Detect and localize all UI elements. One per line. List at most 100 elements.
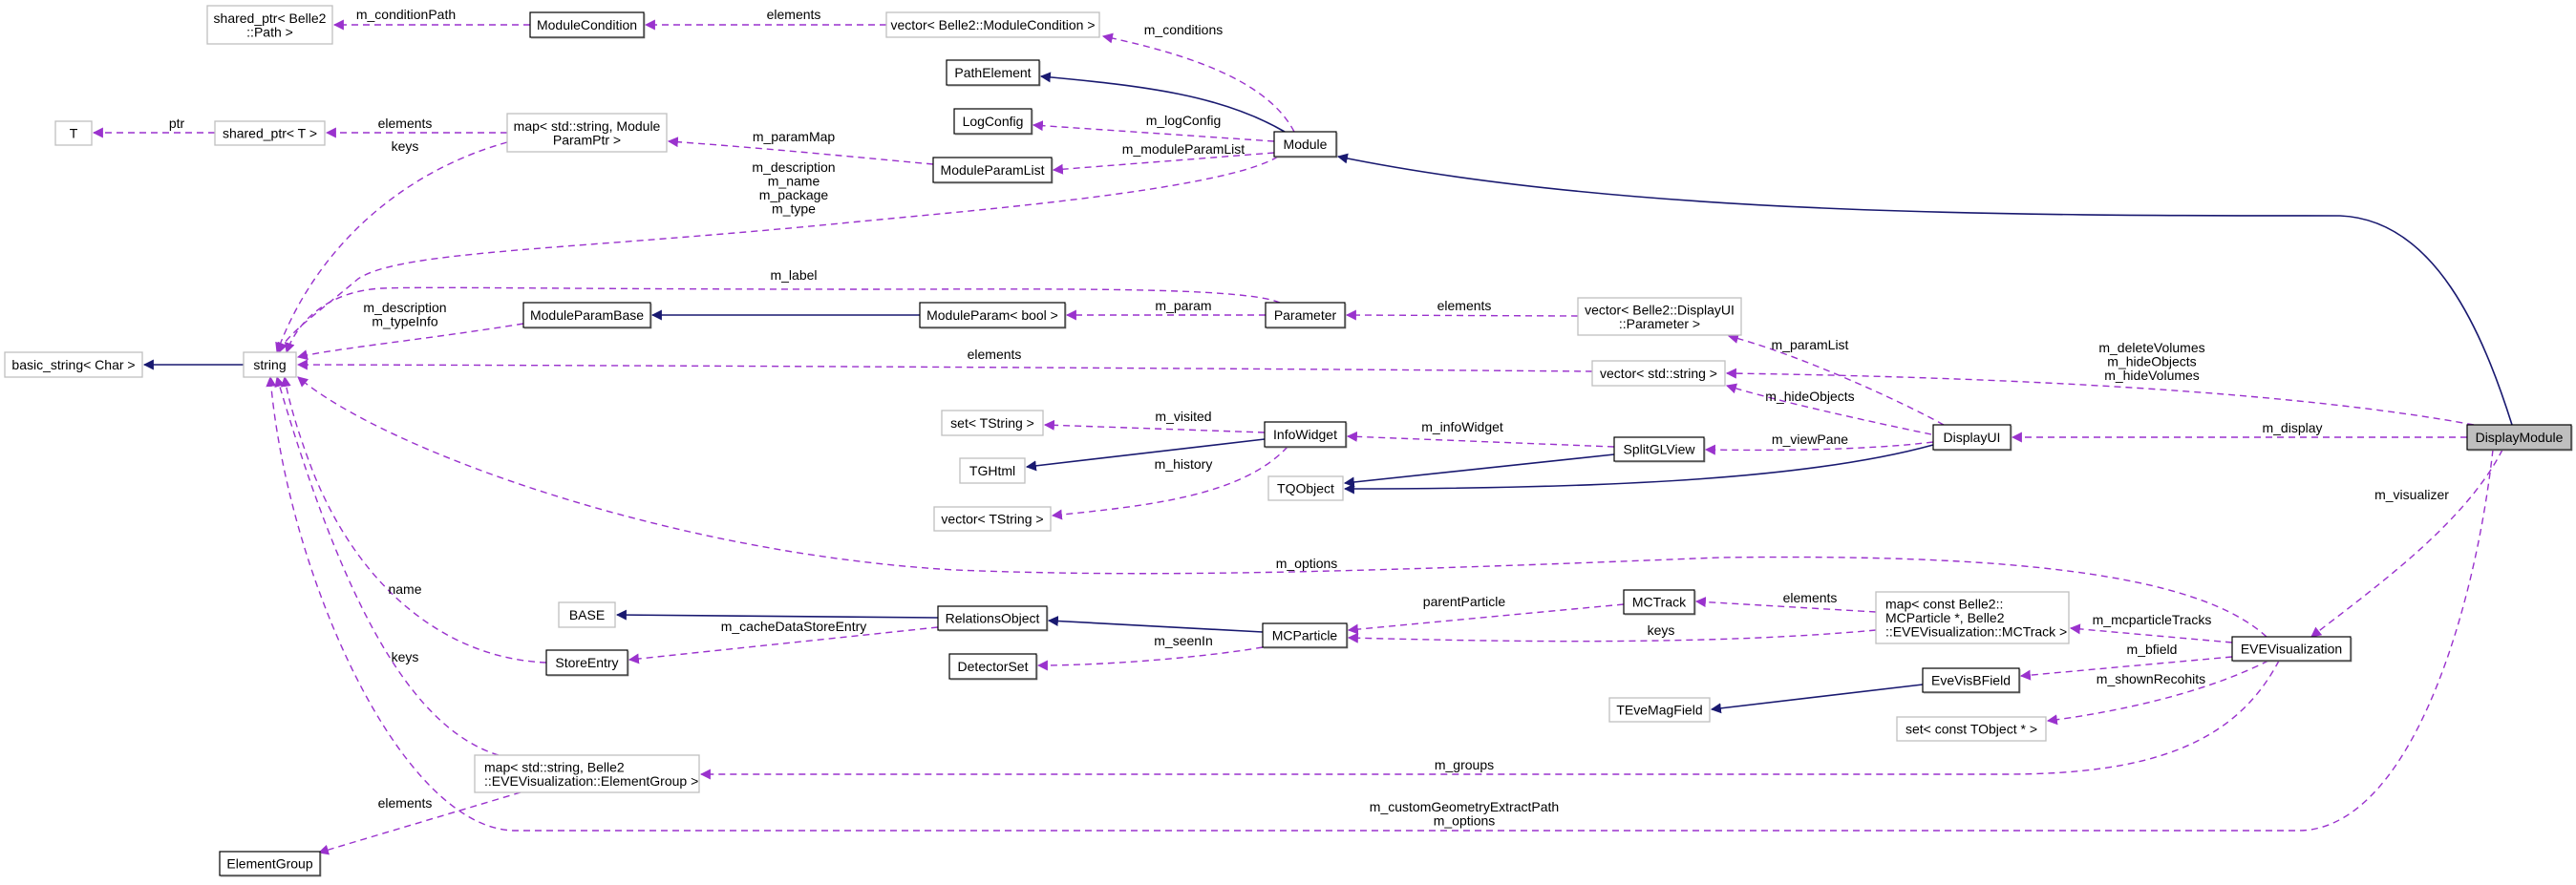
class-node-parameter[interactable]: Parameter [1265, 302, 1347, 329]
node-label: EveVisBField [1931, 673, 2011, 688]
node-shadow [1615, 438, 1706, 463]
class-node-info-widget[interactable]: InfoWidget [1264, 421, 1348, 449]
nodes-layer: shared_ptr< Belle2::Path >ModuleConditio… [4, 5, 2573, 877]
inheritance-edge-split_gl_view-to-tqobject [1343, 453, 1615, 488]
node-label: TGHtml [969, 463, 1015, 478]
edge-label: m_hideObjects [1765, 389, 1854, 404]
node-label: StoreEntry [555, 655, 618, 670]
node-label: LogConfig [963, 114, 1024, 129]
node-box [1262, 622, 1348, 648]
edge-label: m_conditions [1144, 22, 1224, 37]
inheritance-edge-module-to-path_element [1039, 72, 1286, 133]
node-box [885, 11, 1100, 38]
class-node-vector-displayui-parameter: vector< Belle2::DisplayUI::Parameter > [1577, 297, 1742, 336]
usage-edge-eve_visualization-to-eve_vis_bfield [2019, 656, 2233, 681]
class-node-mctrack[interactable]: MCTrack [1623, 589, 1696, 616]
node-box [2231, 636, 2352, 662]
inheritance-edge-relations_object-to-base [615, 609, 939, 621]
edge-label: elements [1437, 298, 1492, 313]
edge-label: keys [392, 138, 419, 154]
edge-label: elements [767, 7, 821, 22]
usage-edge-relations_object-to-store_entry [628, 626, 939, 664]
edge-label: m_visualizer [2374, 487, 2449, 502]
class-node-module-param-list[interactable]: ModuleParamList [932, 157, 1054, 184]
class-node-module-condition[interactable]: ModuleCondition [529, 11, 646, 39]
class-node-display-module[interactable]: DisplayModule [2466, 424, 2573, 452]
usage-edge-eve_visualization-to-string [297, 376, 2267, 638]
class-node-mcparticle[interactable]: MCParticle [1262, 622, 1349, 649]
inheritance-edge-mcparticle-to-relations_object [1047, 616, 1264, 633]
usage-edge-vector_string-to-string [296, 359, 1593, 372]
node-shadow [2233, 638, 2352, 663]
class-node-module[interactable]: Module [1273, 131, 1338, 158]
node-label: basic_string< Char > [11, 357, 135, 372]
node-box [506, 113, 668, 153]
node-label: RelationsObject [946, 611, 1040, 626]
edge-label: m_package [759, 187, 829, 202]
node-label: T [70, 126, 78, 141]
class-node-module-param-base[interactable]: ModuleParamBase [522, 302, 652, 329]
usage-edge-display_ui-to-split_gl_view [1704, 441, 1934, 455]
node-box [1623, 589, 1695, 615]
class-node-map-mcparticle: map< const Belle2::MCParticle *, Belle2:… [1875, 591, 2070, 644]
edge-label: m_bfield [2127, 642, 2178, 657]
node-box [1613, 436, 1705, 462]
node-label: TEveMagField [1616, 703, 1702, 718]
node-box [1591, 360, 1726, 387]
edge-label: elements [378, 116, 433, 131]
node-label: SplitGLView [1624, 442, 1696, 457]
usage-edge-display_module-to-string [266, 375, 2494, 832]
node-shadow [921, 304, 1067, 329]
node-shadow [1266, 423, 1348, 449]
usage-edge-module_param_list-to-map_param [667, 137, 934, 165]
node-shadow [1275, 133, 1338, 158]
class-node-detector-set[interactable]: DetectorSet [948, 653, 1038, 681]
class-node-display-ui[interactable]: DisplayUI [1932, 424, 2012, 452]
node-label: map< std::string, Module [514, 118, 661, 134]
node-label: Parameter [1274, 307, 1337, 323]
class-node-module-param-bool[interactable]: ModuleParam< bool > [919, 302, 1067, 329]
edge-label: m_param [1155, 298, 1211, 313]
class-node-t: T [54, 120, 93, 146]
usage-edge-display_ui-to-vector_string [1725, 383, 1932, 435]
node-label: vector< std::string > [1600, 366, 1717, 381]
node-label: shared_ptr< Belle2 [214, 11, 327, 26]
node-shadow [950, 655, 1038, 681]
node-label: MCParticle *, Belle2 [1885, 610, 2005, 625]
class-node-element-group[interactable]: ElementGroup [219, 851, 322, 877]
node-box [959, 457, 1026, 484]
node-label: DisplayUI [1944, 430, 2001, 445]
node-shadow [934, 158, 1054, 184]
class-node-shared-ptr-t: shared_ptr< T > [214, 120, 326, 146]
class-node-eve-vis-bfield[interactable]: EveVisBField [1922, 667, 2021, 694]
edge-label: m_conditionPath [356, 7, 456, 22]
node-label: string [253, 357, 286, 372]
node-label: ModuleParamBase [530, 307, 644, 323]
class-node-split-gl-view[interactable]: SplitGLView [1613, 436, 1706, 463]
node-box [1264, 421, 1347, 448]
class-node-relations-object[interactable]: RelationsObject [937, 605, 1049, 632]
edge-label: m_infoWidget [1421, 419, 1503, 434]
node-label: ModuleParamList [941, 162, 1045, 178]
usage-edge-eve_visualization-to-set_tobject [2046, 660, 2269, 726]
node-box [933, 506, 1052, 532]
usage-edge-map_element_group-to-element_group [317, 791, 522, 855]
usage-edge-module-to-log_config [1032, 120, 1275, 142]
usage-edge-display_module-to-eve_visualization [2310, 449, 2503, 638]
node-label: BASE [569, 607, 605, 622]
inheritance-edge-display_module-to-module [1336, 153, 2513, 426]
edge-label: m_paramList [1772, 337, 1849, 352]
node-label: Module [1284, 137, 1328, 152]
node-box [54, 120, 93, 146]
node-label: ParamPtr > [553, 132, 621, 147]
class-node-store-entry[interactable]: StoreEntry [545, 649, 629, 677]
class-node-eve-visualization[interactable]: EVEVisualization [2231, 636, 2352, 663]
usage-edge-parameter-to-string [285, 286, 1281, 354]
class-node-log-config[interactable]: LogConfig [953, 108, 1033, 136]
edge-label: m_display [2262, 420, 2322, 435]
node-box [4, 351, 143, 378]
node-label: map< std::string, Belle2 [484, 759, 625, 774]
class-node-path-element[interactable]: PathElement [946, 59, 1041, 87]
